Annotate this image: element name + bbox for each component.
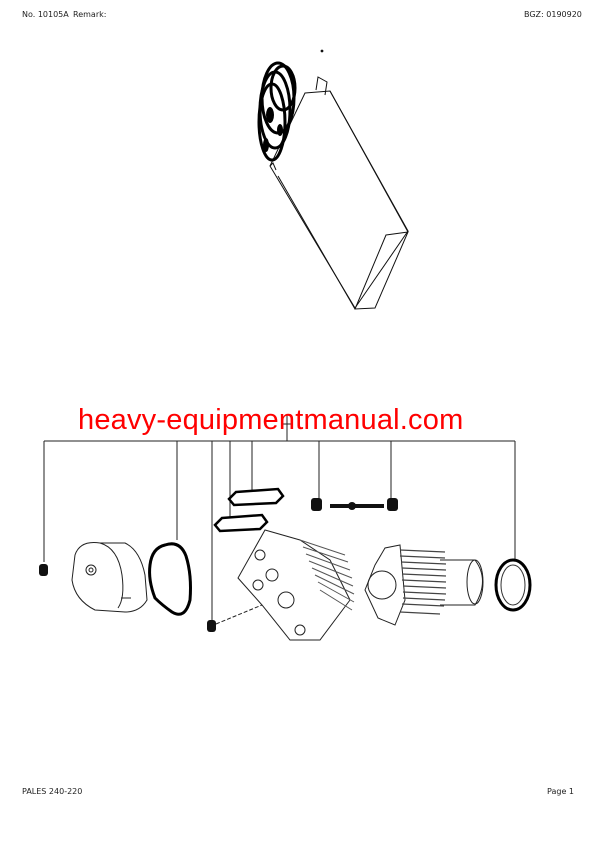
remark-label: Remark: [73, 10, 107, 19]
watermark-text: heavy-equipmentmanual.com [78, 404, 464, 436]
document-number: No. 10105A [22, 10, 69, 19]
nut-part [39, 564, 48, 576]
bgz-code: BGZ: 0190920 [524, 10, 582, 19]
model-label: PALES 240-220 [22, 787, 83, 796]
page-number: Page 1 [547, 787, 574, 796]
